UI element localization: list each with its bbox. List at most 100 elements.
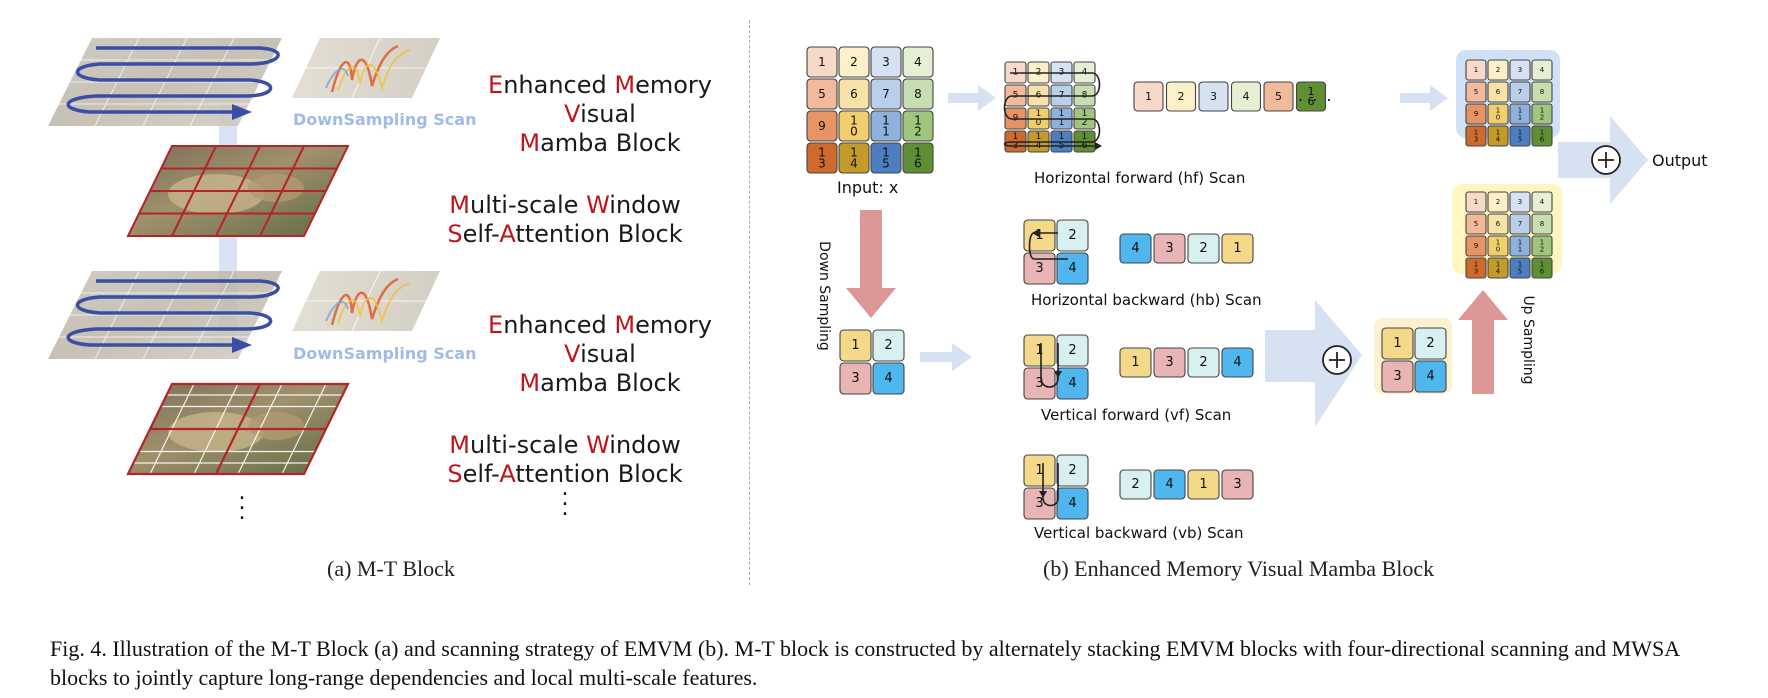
grid-cell: 15 [1509,125,1531,147]
sequence-token: 2 [1187,233,1220,264]
cell-label: 6 [1308,95,1315,108]
grid-cell: 3 [1023,367,1056,400]
cell-label: 3 [882,55,890,69]
grid-cell: 6 [1487,81,1509,103]
grid-cell: 16 [902,142,934,174]
cell-label: 2 [884,338,892,353]
cell-label: 4 [1068,376,1076,391]
label-line: Enhanced Memory [488,71,712,99]
downsampling-scan-label-2: DownSampling Scan [293,344,477,363]
label-line: Visual [564,340,636,368]
cell-label: 3 [1165,355,1173,370]
cell-label: 4 [1131,241,1139,256]
sequence-token: 4 [1230,81,1262,112]
cell-label: 2 [1068,228,1076,243]
cell-label: 1 [1518,245,1522,253]
hb-scan-arrowhead [1032,229,1039,237]
cell-label: 2 [1540,245,1544,253]
sequence-token: 1 [1187,469,1220,500]
cell-label: 1 [1082,132,1088,142]
cell-label: 1 [914,113,922,127]
cell-label: 1 [1474,261,1478,269]
up-sampling-shaft [1472,318,1494,394]
cell-label: 5 [1518,267,1522,275]
plus-circle-output [1591,145,1621,175]
label-line: Multi-scale Window [449,431,681,459]
grid-cell: 2 [838,46,870,78]
grid-cell: 5 [806,78,838,110]
cell-label: 4 [1496,267,1501,275]
cell-label: 3 [818,157,826,171]
up-sampling-label: Up Sampling [1520,295,1536,385]
arrow-small-to-scans [920,343,972,371]
cell-label: 2 [1496,198,1500,206]
grid-cell: 1 [1023,454,1056,487]
cell-label: 1 [1036,109,1042,119]
cell-label: 5 [1474,88,1478,96]
label-line: Mamba Block [519,369,681,397]
figure-caption: Fig. 4. Illustration of the M-T Block (a… [50,636,1679,690]
cell-label: 3 [851,371,859,386]
grid-cell: 4 [1531,59,1553,81]
cell-label: 1 [1540,129,1544,137]
grid-cell: 13 [1465,257,1487,279]
cell-label: 0 [1036,118,1042,128]
arrow-input-to-hf [948,85,996,111]
cell-label: 1 [1036,132,1042,142]
cell-label: 6 [1496,88,1501,96]
cell-label: 4 [1165,477,1173,492]
cell-label: 2 [850,55,858,69]
cell-label: 4 [1243,90,1250,103]
cell-label: 1 [850,113,858,127]
grid-cell: 4 [1056,487,1089,520]
grid-cell: 13 [1465,125,1487,147]
cell-label: 1 [1540,239,1544,247]
cell-label: 4 [1426,369,1434,384]
sequence-token: 3 [1221,469,1254,500]
cell-label: 4 [1068,261,1076,276]
panel-a-graphics [48,37,440,476]
sequence-token: 2 [1119,469,1152,500]
cell-label: 2 [1199,241,1207,256]
cell-label: 1 [914,145,922,159]
cell-label: 0 [1496,245,1500,253]
cell-label: 1 [1082,109,1088,119]
hb-scan-label: Horizontal backward (hb) Scan [1031,291,1262,309]
label-line: Visual [564,100,636,128]
grid-cell: 1 [1465,191,1487,213]
cell-label: 1 [882,113,890,127]
grid-cell: 2 [1056,454,1089,487]
mwsa-image-2 [126,382,350,476]
cell-label: 5 [1275,90,1282,103]
cell-label: 6 [850,87,858,101]
cell-label: 3 [1474,267,1478,275]
cell-label: 4 [1068,496,1076,511]
grid-cell: 14 [1487,125,1509,147]
grid-cell: 15 [1509,257,1531,279]
cell-label: 3 [1210,90,1217,103]
cell-label: 4 [850,157,858,171]
plus-circle-merge [1322,345,1352,375]
cell-label: 1 [1518,113,1522,121]
grid-cell: 1 [839,329,872,362]
grid-cell: 2 [1414,327,1447,360]
cell-label: 1 [1059,118,1065,128]
grid-cell: 4 [1056,367,1089,400]
output-label: Output [1652,151,1708,170]
cell-label: 2 [914,125,922,139]
cell-label: 1 [1496,107,1500,115]
vf-scan-path [1040,343,1059,388]
cell-label: 6 [1496,220,1501,228]
cell-label: 4 [914,55,922,69]
grid-cell: 1 [1023,334,1056,367]
caption-a: (a) M-T Block [327,556,455,581]
grid-cell: 1 [806,46,838,78]
